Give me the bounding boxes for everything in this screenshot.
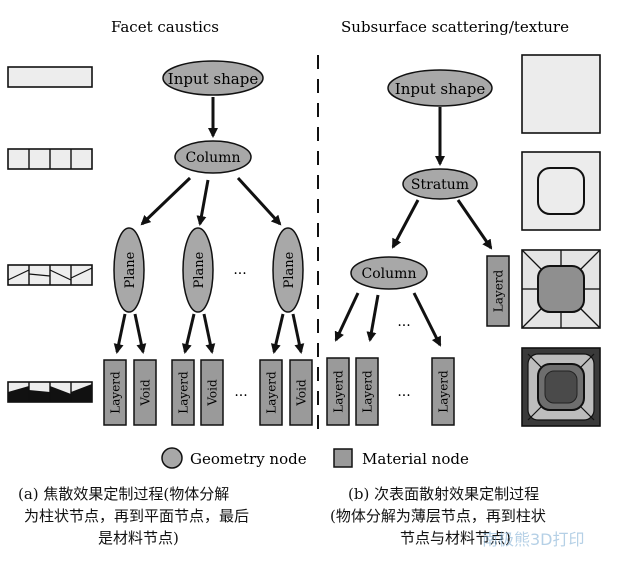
node-label: Column bbox=[362, 266, 417, 282]
panel-a-title: Facet caustics bbox=[111, 18, 219, 36]
node-label: Layerd bbox=[265, 371, 279, 414]
texture-thumbnail-4 bbox=[521, 347, 601, 427]
arrow bbox=[133, 313, 147, 354]
arrow bbox=[196, 179, 210, 226]
arrow bbox=[412, 292, 442, 347]
node-label: Layerd bbox=[177, 371, 191, 414]
node-label: Input shape bbox=[168, 70, 259, 88]
legend-geometry-item: Geometry node bbox=[161, 447, 307, 469]
input-shape-node: Input shape bbox=[387, 69, 493, 107]
void-material-node: Void bbox=[133, 359, 157, 426]
plane-node: Plane bbox=[113, 227, 145, 313]
column-node: Column bbox=[350, 256, 428, 290]
panel-b-title: Subsurface scattering/texture bbox=[341, 18, 569, 36]
facet-thumbnail-2 bbox=[7, 148, 93, 170]
ellipsis: ... bbox=[233, 262, 246, 278]
caption-b-line: (物体分解为薄层节点，再到柱状 bbox=[330, 507, 546, 525]
arrow bbox=[202, 313, 216, 354]
stratum-node: Stratum bbox=[402, 168, 478, 200]
layerd-material-node: Layerd bbox=[355, 357, 379, 426]
caption-a: (a) 焦散效果定制过程(物体分解 为柱状节点，再到平面节点，最后 是材料节点) bbox=[18, 483, 249, 549]
facet-thumbnail-3 bbox=[7, 264, 93, 286]
arrow bbox=[236, 176, 282, 226]
caption-a-line: 为柱状节点，再到平面节点，最后 bbox=[24, 507, 250, 525]
facet-thumbnail-1 bbox=[7, 66, 93, 88]
layerd-material-node: Layerd bbox=[171, 359, 195, 426]
column-node: Column bbox=[174, 140, 252, 174]
node-label: Stratum bbox=[411, 177, 469, 193]
arrow bbox=[181, 313, 196, 354]
legend-geometry-label: Geometry node bbox=[190, 450, 307, 468]
watermark: 南极熊3D打印 bbox=[482, 530, 585, 549]
node-label: Plane bbox=[282, 251, 297, 288]
facet-thumbnail-4 bbox=[7, 381, 93, 403]
arrow bbox=[291, 313, 305, 354]
legend: Geometry node Material node bbox=[161, 447, 469, 469]
layerd-material-node: Layerd bbox=[259, 359, 283, 426]
arrow bbox=[456, 199, 493, 250]
node-label: Void bbox=[206, 379, 220, 407]
arrow bbox=[270, 313, 285, 354]
arrow bbox=[391, 199, 420, 249]
void-material-node: Void bbox=[200, 359, 224, 426]
node-label: Plane bbox=[192, 251, 207, 288]
ellipsis: ... bbox=[234, 384, 247, 400]
legend-material-label: Material node bbox=[362, 450, 469, 468]
panel-b-tree: Input shape Stratum Column Layerd ... La… bbox=[326, 69, 510, 426]
arrow bbox=[113, 313, 127, 354]
texture-thumbnail-1 bbox=[521, 54, 601, 134]
node-label: Input shape bbox=[395, 80, 486, 98]
ellipsis: ... bbox=[397, 384, 410, 400]
input-shape-node: Input shape bbox=[162, 60, 264, 96]
caption-a-line: 是材料节点) bbox=[98, 529, 179, 547]
texture-thumbnail-3 bbox=[521, 249, 601, 329]
ellipsis: ... bbox=[397, 314, 410, 330]
node-label: Layerd bbox=[437, 370, 451, 413]
arrow bbox=[366, 294, 380, 342]
plane-node: Plane bbox=[182, 227, 214, 313]
layerd-material-node: Layerd bbox=[326, 357, 350, 426]
geometry-swatch bbox=[161, 447, 183, 469]
layerd-material-node: Layerd bbox=[431, 357, 455, 426]
node-label: Layerd bbox=[109, 371, 123, 414]
legend-material-item: Material node bbox=[333, 448, 469, 468]
node-label: Column bbox=[186, 150, 241, 166]
arrow bbox=[334, 292, 360, 342]
node-label: Void bbox=[295, 379, 309, 407]
layerd-material-node: Layerd bbox=[486, 255, 510, 327]
arrow bbox=[140, 176, 192, 226]
node-label: Layerd bbox=[361, 370, 375, 413]
caption-b-line: (b) 次表面散射效果定制过程 bbox=[348, 485, 540, 503]
material-swatch bbox=[333, 448, 353, 468]
texture-thumbnail-2 bbox=[521, 151, 601, 231]
caption-b: (b) 次表面散射效果定制过程 (物体分解为薄层节点，再到柱状 节点与材料节点) bbox=[330, 483, 546, 549]
node-label: Layerd bbox=[332, 370, 346, 413]
caption-b-line: 节点与材料节点) bbox=[400, 529, 511, 547]
plane-node: Plane bbox=[272, 227, 304, 313]
node-label: Layerd bbox=[492, 269, 506, 312]
panel-a-tree: Input shape Column Plane Plane Plane ... bbox=[103, 60, 313, 426]
caption-a-line: (a) 焦散效果定制过程(物体分解 bbox=[18, 485, 230, 503]
layerd-material-node: Layerd bbox=[103, 359, 127, 426]
void-material-node: Void bbox=[289, 359, 313, 426]
node-label: Plane bbox=[123, 251, 138, 288]
node-label: Void bbox=[139, 379, 153, 407]
